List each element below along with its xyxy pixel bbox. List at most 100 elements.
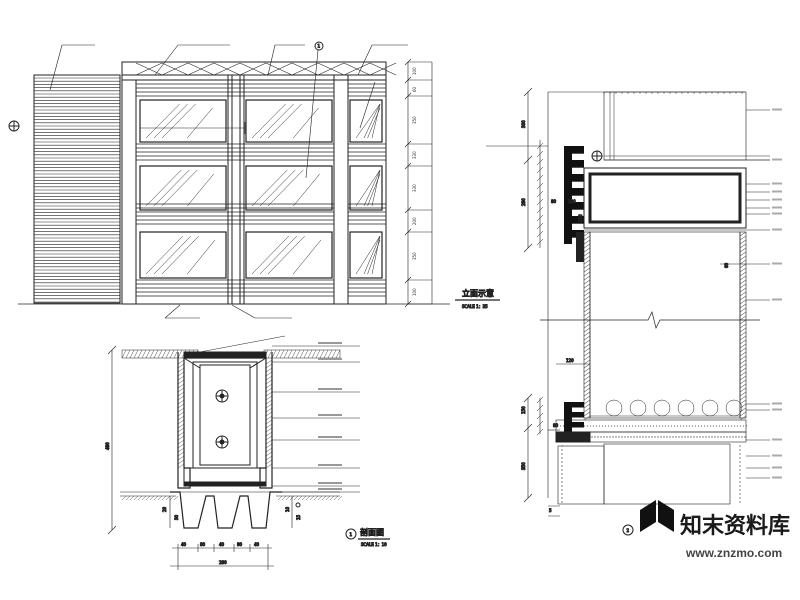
hatch-dot bbox=[739, 473, 741, 475]
detail-leader-tag bbox=[772, 438, 782, 441]
glass-pane bbox=[349, 99, 383, 143]
lower-wall-hatch bbox=[739, 323, 747, 329]
lower-wall-hatch bbox=[739, 335, 747, 341]
wall-hatch-line bbox=[177, 447, 185, 453]
detail-dim-lower-1: 150 bbox=[521, 406, 526, 414]
elevation-dim-label: 60 bbox=[412, 86, 417, 92]
hatch-dot bbox=[590, 425, 591, 427]
base-hatch-line bbox=[141, 495, 147, 501]
lower-wall-hatch bbox=[583, 375, 591, 381]
wall-hatch-line bbox=[265, 407, 273, 413]
section-view: 480 20 30 10 15 40 80 40 80 40 280 1 bbox=[105, 335, 390, 570]
detail-lower-dark bbox=[555, 431, 591, 443]
hatch-dot bbox=[659, 425, 660, 427]
comb-tooth bbox=[572, 146, 584, 154]
slab-hatch-line bbox=[271, 349, 277, 359]
hatch-dot bbox=[581, 425, 582, 427]
hatch-dot bbox=[738, 436, 740, 438]
lower-wall-hatch bbox=[583, 243, 591, 249]
detail-view: 300 280 150 80 100 60 120 150 80 350 5 2 bbox=[486, 87, 782, 536]
lower-wall-hatch bbox=[583, 339, 591, 345]
hatch-dot bbox=[660, 436, 662, 438]
detail-leader-tag bbox=[772, 206, 782, 209]
hatch-dot bbox=[620, 425, 621, 427]
slab-hatch-line bbox=[327, 349, 333, 359]
detail-dim-upper-1: 300 bbox=[521, 120, 526, 128]
wall-hatch-line bbox=[265, 363, 273, 369]
lower-wall-hatch bbox=[583, 303, 591, 309]
hatch-dot bbox=[739, 445, 741, 447]
wall-hatch-line bbox=[177, 407, 185, 413]
hatch-dot bbox=[705, 436, 707, 438]
leader-tag bbox=[318, 388, 342, 390]
lower-wall-hatch bbox=[583, 263, 591, 269]
base-hatch-line bbox=[329, 495, 335, 501]
hatch-dot bbox=[596, 425, 597, 427]
slab-hatch-line bbox=[275, 349, 281, 359]
elevation-dim-label: 330 bbox=[412, 184, 417, 192]
hatch-dot bbox=[680, 425, 681, 427]
lower-wall-hatch bbox=[739, 411, 747, 417]
base-hatch-line bbox=[285, 495, 291, 501]
lower-wall-hatch bbox=[583, 407, 591, 413]
wall-hatch-line bbox=[177, 451, 185, 457]
lower-wall-hatch bbox=[583, 371, 591, 377]
base-hatch-line bbox=[145, 495, 151, 501]
hatch-dot bbox=[575, 425, 576, 427]
hatch-dot bbox=[740, 425, 741, 427]
lower-wall-hatch bbox=[739, 383, 747, 389]
hatch-dot bbox=[746, 425, 747, 427]
lower-wall-hatch bbox=[739, 279, 747, 285]
glass-reflection bbox=[371, 103, 381, 139]
lower-wall-hatch bbox=[583, 267, 591, 273]
hatch-dot bbox=[609, 436, 611, 438]
brace-line bbox=[213, 62, 241, 76]
watermark: 知末资料库 www.znzmo.com bbox=[640, 500, 790, 560]
base-hatch-line bbox=[321, 495, 327, 501]
elevation-dim-label: 350 bbox=[412, 252, 417, 260]
section-left-dim-1: 20 bbox=[162, 506, 167, 512]
lower-wall-hatch bbox=[583, 331, 591, 337]
hatch-dot bbox=[739, 449, 741, 451]
detail-tick bbox=[536, 190, 544, 198]
lower-wall-hatch bbox=[739, 387, 747, 393]
detail-tick bbox=[536, 158, 544, 166]
glass-pane bbox=[349, 165, 383, 211]
lower-wall-hatch bbox=[739, 239, 747, 245]
base-hatch-line bbox=[313, 495, 319, 501]
lower-wall-hatch bbox=[583, 367, 591, 373]
wall-hatch-line bbox=[265, 367, 273, 373]
section-diag-left bbox=[183, 357, 201, 369]
glass-reflection bbox=[259, 103, 294, 139]
wall-hatch-line bbox=[177, 367, 185, 373]
round-fixing bbox=[653, 399, 671, 417]
section-bottom-dim-3: 40 bbox=[219, 542, 225, 547]
slab-hatch-line bbox=[137, 349, 143, 359]
lower-wall-hatch bbox=[739, 399, 747, 405]
hatch-dot bbox=[644, 425, 645, 427]
hatch-dot bbox=[639, 436, 641, 438]
hatch-dot bbox=[739, 501, 741, 503]
lower-wall-hatch bbox=[739, 303, 747, 309]
slab-hatch-line bbox=[299, 349, 305, 359]
hatch-dot bbox=[717, 436, 719, 438]
hatch-dot bbox=[704, 425, 705, 427]
hatch-dot bbox=[739, 477, 741, 479]
hatch-dot bbox=[627, 436, 629, 438]
hatch-dot bbox=[720, 436, 722, 438]
glass-pane bbox=[349, 231, 383, 279]
wall-hatch-line bbox=[177, 431, 185, 437]
slab-hatch-line bbox=[121, 349, 127, 359]
detail-tick bbox=[536, 412, 544, 420]
brace-line bbox=[187, 62, 215, 76]
hatch-dot bbox=[743, 425, 744, 427]
hatch-dot bbox=[689, 425, 690, 427]
lower-wall bbox=[576, 231, 747, 421]
leader-tag bbox=[318, 342, 342, 344]
glass-pane bbox=[245, 99, 333, 143]
wall-hatch-line bbox=[177, 443, 185, 449]
hatch-dot bbox=[587, 425, 588, 427]
detail-leaders bbox=[720, 108, 782, 479]
hatch-dot bbox=[739, 481, 741, 483]
lower-wall-hatch bbox=[583, 335, 591, 341]
